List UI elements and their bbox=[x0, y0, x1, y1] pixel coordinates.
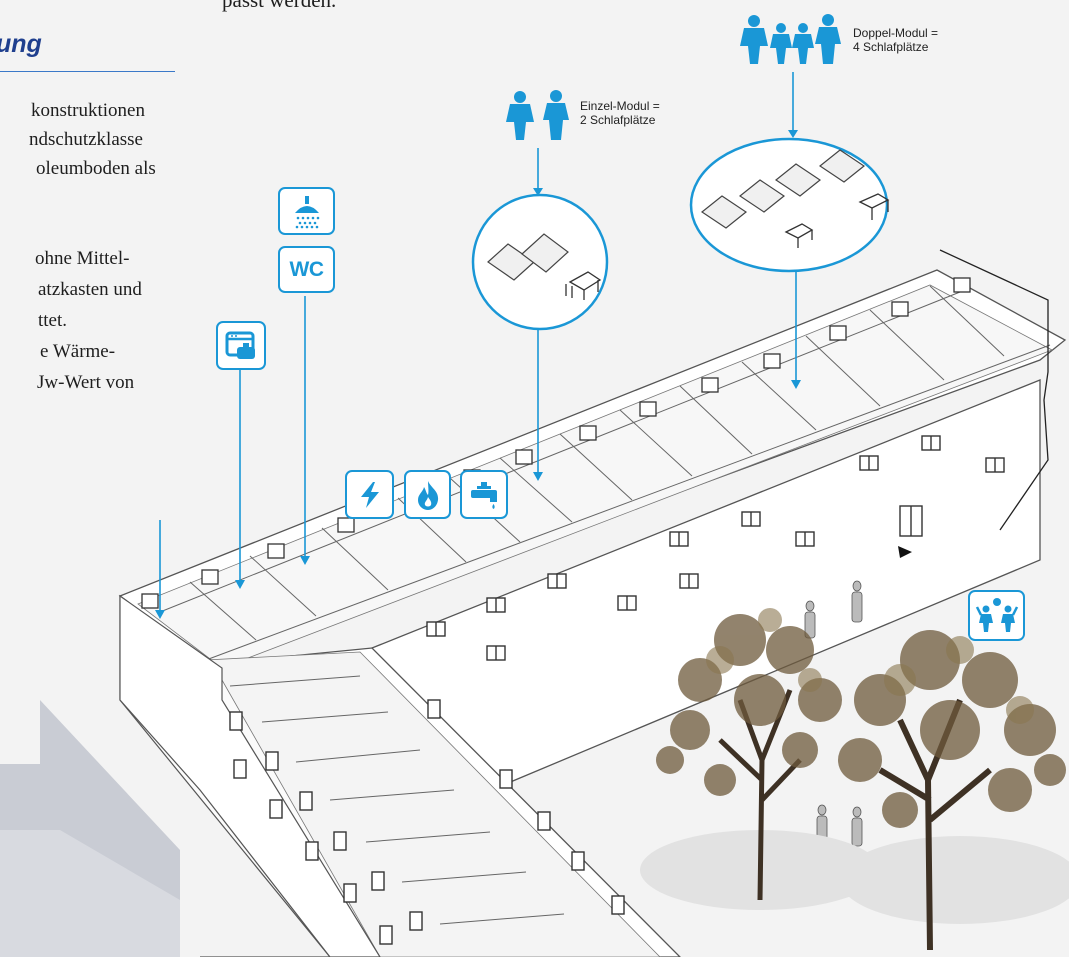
people-sketches bbox=[804, 580, 863, 847]
double-module-detail bbox=[689, 137, 890, 273]
electricity-icon bbox=[360, 481, 379, 508]
tree-left bbox=[640, 608, 880, 910]
single-module-label: Einzel-Modul = 2 Schlafplätze bbox=[580, 99, 660, 127]
tree-right bbox=[838, 630, 1069, 951]
shower-icon-box bbox=[278, 187, 335, 235]
room-partitions bbox=[159, 285, 1051, 661]
shower-icon bbox=[294, 196, 319, 229]
wc-icon-box: WC bbox=[278, 246, 335, 293]
intro-line: atzkasten und bbox=[38, 279, 142, 300]
intro-line: Jw-Wert von bbox=[37, 372, 135, 393]
kitchen-icon bbox=[225, 331, 255, 359]
single-module-label-line2: 2 Schlafplätze bbox=[580, 113, 656, 127]
children-playing-icon bbox=[975, 597, 1018, 632]
double-module-people-icon bbox=[740, 14, 841, 64]
single-module-detail bbox=[471, 193, 609, 331]
intro-line: ohne Mittel- bbox=[35, 248, 130, 269]
intro-line: ttet. bbox=[38, 310, 68, 331]
wc-icon: WC bbox=[289, 257, 325, 281]
intro-line: ndschutzklasse bbox=[29, 129, 143, 150]
facade-windows bbox=[426, 435, 1005, 661]
intro-line: oleumboden als bbox=[36, 158, 156, 179]
intro-line: e Wärme- bbox=[40, 341, 116, 362]
kitchen-icon-box bbox=[216, 321, 266, 370]
double-module-label-line1: Doppel-Modul = bbox=[853, 26, 939, 40]
intro-line: konstruktionen bbox=[31, 100, 145, 121]
intro-top-fragment: passt werden. bbox=[222, 0, 337, 12]
water-icon-box bbox=[460, 470, 508, 519]
section-heading: ung bbox=[0, 30, 42, 58]
water-tap-icon bbox=[471, 481, 497, 509]
gas-icon-box bbox=[404, 470, 451, 519]
single-module-people-icon bbox=[506, 90, 569, 140]
double-module-label-line2: 4 Schlafplätze bbox=[853, 40, 929, 54]
single-module-label-line1: Einzel-Modul = bbox=[580, 99, 660, 113]
playground-icon-box bbox=[968, 590, 1025, 641]
heading-divider bbox=[0, 71, 175, 72]
electricity-icon-box bbox=[345, 470, 394, 519]
leader-lines bbox=[155, 72, 801, 619]
double-module-label: Doppel-Modul = 4 Schlafplätze bbox=[853, 26, 938, 54]
flame-icon bbox=[417, 480, 438, 510]
